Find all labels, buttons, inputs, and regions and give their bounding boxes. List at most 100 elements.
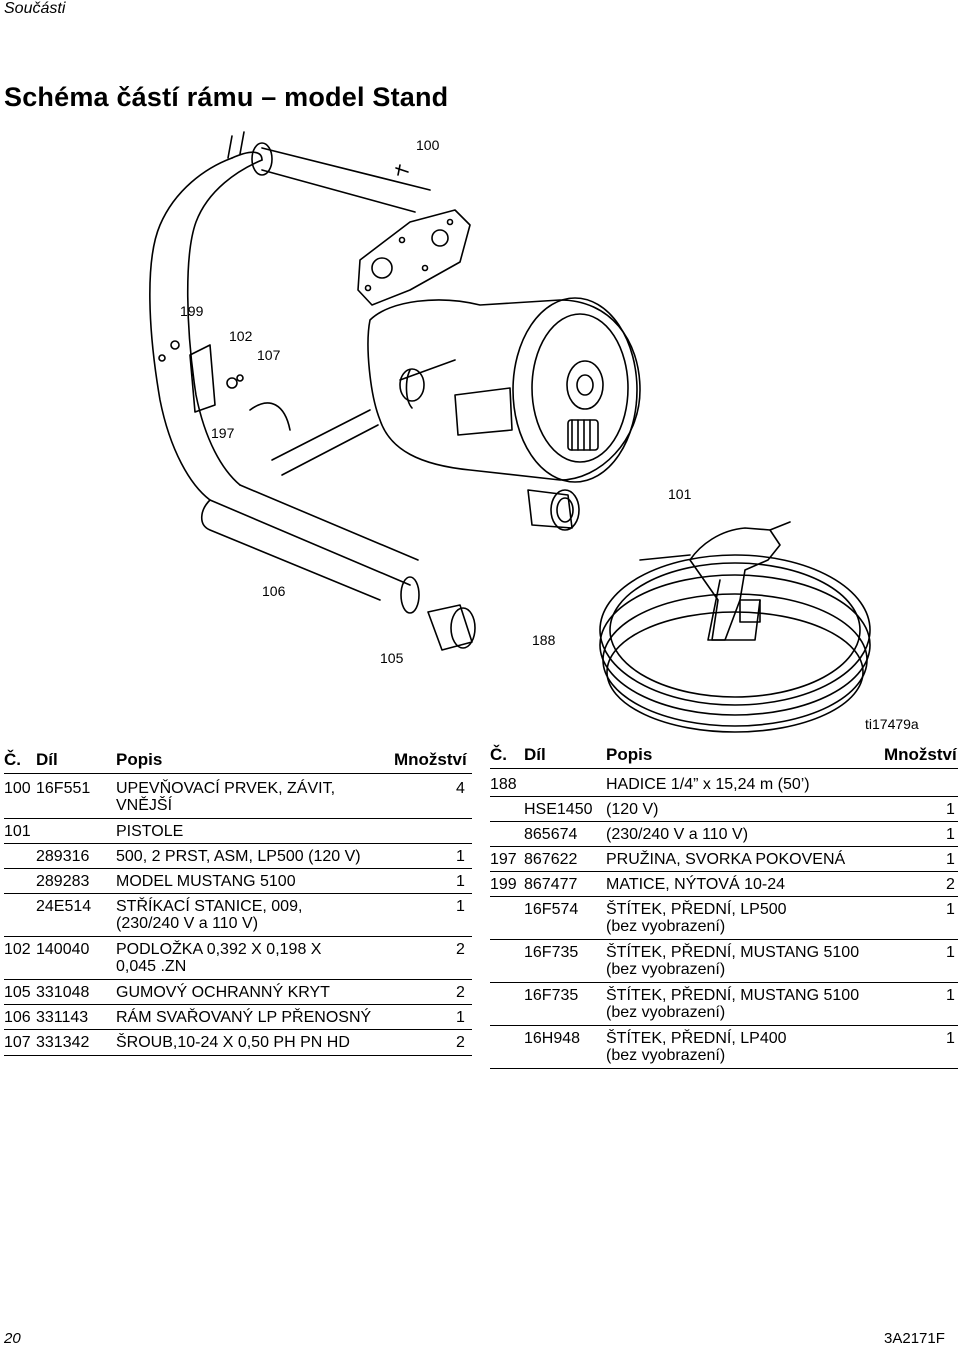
row-desc: STŘÍKACÍ STANICE, 009, [116, 898, 303, 915]
bolt-100 [395, 164, 409, 176]
row-qty: 1 [456, 1009, 465, 1026]
motor-body [367, 299, 641, 481]
row-desc: GUMOVÝ OCHRANNÝ KRYT [116, 984, 330, 1001]
row-part: 867477 [524, 876, 578, 893]
row-rule [490, 821, 958, 822]
row-rule [490, 896, 958, 897]
row-part: 331342 [36, 1034, 90, 1051]
row-desc: (120 V) [606, 801, 659, 818]
row-desc: (bez vyobrazení) [606, 961, 726, 978]
row-desc: (230/240 V a 110 V) [606, 826, 749, 843]
callout-106: 106 [262, 583, 286, 599]
row-qty: 1 [456, 873, 465, 890]
row-desc: (230/240 V a 110 V) [116, 915, 259, 932]
figure-id: ti17479a [865, 716, 919, 732]
row-desc: PODLOŽKA 0,392 X 0,198 X [116, 941, 322, 958]
row-rule [490, 939, 958, 940]
row-desc: ŠTÍTEK, PŘEDNÍ, MUSTANG 5100 [606, 987, 860, 1004]
row-rule [490, 982, 958, 983]
row-part: 140040 [36, 941, 90, 958]
row-rule [4, 818, 472, 819]
row-desc: 0,045 .ZN [116, 958, 187, 975]
row-qty: 2 [456, 941, 465, 958]
row-no: 199 [490, 876, 517, 893]
frame-tube-outer [149, 157, 233, 501]
row-desc: ŠTÍTEK, PŘEDNÍ, LP500 [606, 901, 787, 918]
row-rule [4, 936, 472, 937]
callout-100: 100 [416, 137, 440, 153]
right-header-no: Č. [490, 745, 507, 764]
frame-foot-bar [209, 484, 419, 586]
row-qty: 1 [456, 898, 465, 915]
row-part: 289316 [36, 848, 90, 865]
row-rule [4, 893, 472, 894]
row-qty: 1 [946, 944, 955, 961]
row-desc: MODEL MUSTANG 5100 [116, 873, 296, 890]
hose-coil-1 [599, 554, 871, 706]
right-header-desc: Popis [606, 745, 653, 764]
row-rule [4, 1055, 472, 1056]
row-no: 101 [4, 823, 31, 840]
row-no: 106 [4, 1009, 31, 1026]
row-no: 100 [4, 780, 31, 797]
row-qty: 1 [456, 848, 465, 865]
row-rule [490, 871, 958, 872]
row-desc: 500, 2 PRST, ASM, LP500 (120 V) [116, 848, 361, 865]
section-label: Součásti [4, 0, 66, 17]
callout-188: 188 [532, 632, 556, 648]
row-desc: (bez vyobrazení) [606, 1047, 726, 1064]
row-qty: 2 [456, 1034, 465, 1051]
row-part: HSE1450 [524, 801, 593, 818]
page-title: Schéma částí rámu – model Stand [4, 82, 449, 112]
row-desc: RÁM SVAŘOVANÝ LP PŘENOSNÝ [116, 1009, 372, 1026]
row-desc: (bez vyobrazení) [606, 918, 726, 935]
row-desc: PISTOLE [116, 823, 184, 840]
left-header-part: Díl [36, 750, 58, 769]
row-no: 107 [4, 1034, 31, 1051]
spring-clip [189, 344, 216, 413]
row-part: 16H948 [524, 1030, 581, 1047]
row-desc: UPEVŇOVACÍ PRVEK, ZÁVIT, [116, 780, 336, 797]
row-rule [490, 796, 958, 797]
row-qty: 1 [946, 901, 955, 918]
spray-gun [689, 527, 781, 641]
row-qty: 1 [946, 987, 955, 1004]
row-qty: 1 [946, 826, 955, 843]
row-rule [4, 843, 472, 844]
row-part: 865674 [524, 826, 578, 843]
callout-101: 101 [668, 486, 692, 502]
row-desc: PRUŽINA, SVORKA POKOVENÁ [606, 851, 846, 868]
row-part: 16F551 [36, 780, 91, 797]
row-part: 331143 [36, 1009, 89, 1026]
row-part: 289283 [36, 873, 90, 890]
left-header-rule [4, 773, 472, 774]
row-qty: 1 [946, 801, 955, 818]
row-desc: HADICE 1/4” x 15,24 m (50’) [606, 776, 810, 793]
callout-199: 199 [180, 303, 204, 319]
callout-105: 105 [380, 650, 404, 666]
document-code: 3A2171F [884, 1330, 945, 1347]
row-part: 16F574 [524, 901, 579, 918]
row-qty: 2 [946, 876, 955, 893]
row-no: 105 [4, 984, 31, 1001]
frame-parts-diagram [149, 131, 871, 733]
row-qty: 2 [456, 984, 465, 1001]
row-desc: ŠROUB,10-24 X 0,50 PH PN HD [116, 1034, 350, 1051]
page-number: 20 [4, 1330, 21, 1347]
mounting-plate [357, 209, 471, 306]
row-qty: 1 [946, 1030, 955, 1047]
left-header-qty: Množství [394, 750, 467, 769]
row-rule [490, 846, 958, 847]
row-rule [4, 1004, 472, 1005]
row-part: 331048 [36, 984, 90, 1001]
frame-top-bar [261, 147, 431, 213]
row-part: 867622 [524, 851, 578, 868]
row-rule [490, 1025, 958, 1026]
row-part: 16F735 [524, 987, 579, 1004]
right-header-part: Díl [524, 745, 546, 764]
row-no: 102 [4, 941, 31, 958]
row-rule [4, 1029, 472, 1030]
right-header-qty: Množství [884, 745, 957, 764]
row-qty: 4 [456, 780, 465, 797]
row-rule [4, 868, 472, 869]
